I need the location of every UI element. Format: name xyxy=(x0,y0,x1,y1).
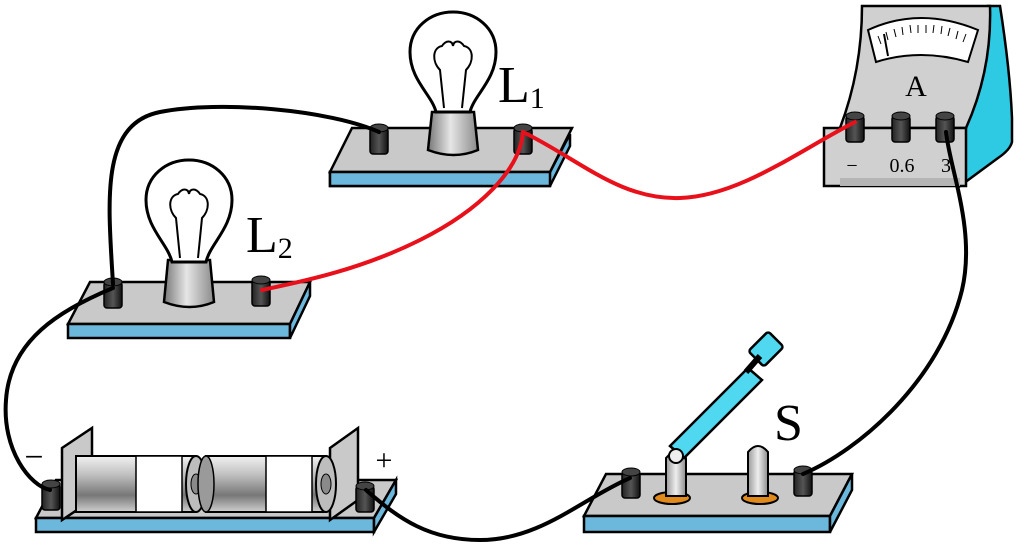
ammeter-dial xyxy=(866,17,980,64)
lamp-1-socket xyxy=(426,110,480,157)
ammeter-terminal-label-3: 3 xyxy=(941,155,951,177)
switch-left-terminal xyxy=(621,467,641,499)
lamp-2-board-front xyxy=(66,322,292,340)
ammeter-terminal-label-minus: − xyxy=(846,155,857,177)
ammeter: A − 0.6 3 xyxy=(822,4,1014,189)
wire-lamp1-to-ammeter-red xyxy=(521,120,857,201)
lamp-1-filament xyxy=(433,40,473,109)
ammeter-scale-ticks xyxy=(877,24,967,45)
battery-negative-terminal xyxy=(41,479,61,511)
lamp-2-board-side xyxy=(288,281,312,339)
wire-lamp1-to-lamp2 xyxy=(107,104,381,286)
wire-lamp2-to-battery xyxy=(3,286,115,492)
wire-lamp1-to-lamp2-red xyxy=(260,130,525,292)
ammeter-symbol: A xyxy=(905,70,927,103)
wire-battery-to-switch xyxy=(364,476,632,543)
battery: − + xyxy=(24,425,399,537)
switch-shaft xyxy=(743,354,763,374)
ammeter-terminal-0.6 xyxy=(891,111,911,143)
switch-board-side xyxy=(828,473,854,533)
lamp-1-label-letter: L xyxy=(498,57,530,114)
lamp-2-bulb xyxy=(144,158,234,264)
ammeter-base-shadow xyxy=(840,178,960,186)
lamp-2-label-letter: L xyxy=(246,207,278,264)
switch-board-front xyxy=(582,514,832,534)
lamp-1-left-terminal xyxy=(369,123,389,155)
lamp-2-right-terminal xyxy=(251,275,271,307)
ammeter-terminal-3 xyxy=(935,111,955,143)
battery-minus-label: − xyxy=(24,439,43,476)
lamp-2-label-sub: 2 xyxy=(278,232,293,265)
lamp-2 xyxy=(65,158,312,340)
battery-board-front xyxy=(34,516,376,534)
switch-blade xyxy=(668,366,764,460)
lamp-1-label: L1 xyxy=(498,57,545,115)
ammeter-needle xyxy=(883,33,889,57)
lamp-2-filament xyxy=(169,188,209,259)
battery-cell-1 xyxy=(75,455,207,513)
lamp-2-socket xyxy=(162,258,216,309)
wires xyxy=(3,104,969,543)
switch-pivot xyxy=(668,448,684,464)
battery-plus-label: + xyxy=(376,444,393,477)
ammeter-terminal-label-0.6: 0.6 xyxy=(890,155,915,177)
wire-switch-to-ammeter xyxy=(801,130,969,476)
lamp-2-label: L2 xyxy=(246,207,293,265)
lamp-1 xyxy=(327,10,575,188)
switch-post-right xyxy=(747,445,769,497)
lamp-1-board-front xyxy=(328,170,552,188)
lamp-1-label-sub: 1 xyxy=(530,82,545,115)
switch-label: S xyxy=(774,395,803,452)
battery-cell-2 xyxy=(197,455,337,513)
switch xyxy=(581,331,855,534)
lamp-1-bulb xyxy=(408,10,498,114)
